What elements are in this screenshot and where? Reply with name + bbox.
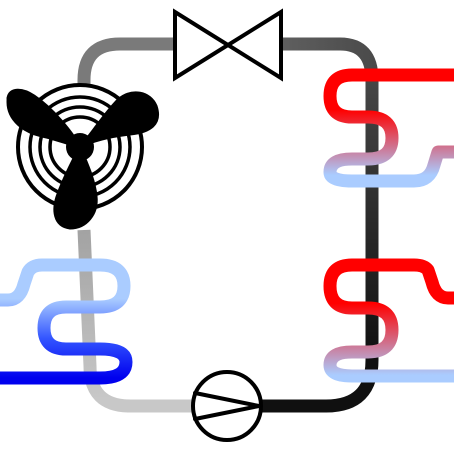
fan-blade-bottom: [53, 145, 98, 230]
fan-blades: [6, 88, 159, 230]
loop-top-left-segment: [77, 37, 178, 130]
condenser-coil-lower: [323, 258, 454, 383]
fan-icon: [6, 83, 159, 230]
fan-blade-right: [78, 91, 159, 149]
compressor-icon: [191, 370, 263, 442]
fan-blade-left-upper: [6, 88, 82, 149]
loop-bottom-left-segment: [77, 229, 192, 413]
evaporator-coil: [0, 258, 133, 385]
fan-hub: [66, 133, 94, 161]
loop-right-segment: [260, 80, 379, 413]
condenser-coil-upper: [323, 68, 454, 188]
expansion-valve-icon: [173, 8, 283, 82]
